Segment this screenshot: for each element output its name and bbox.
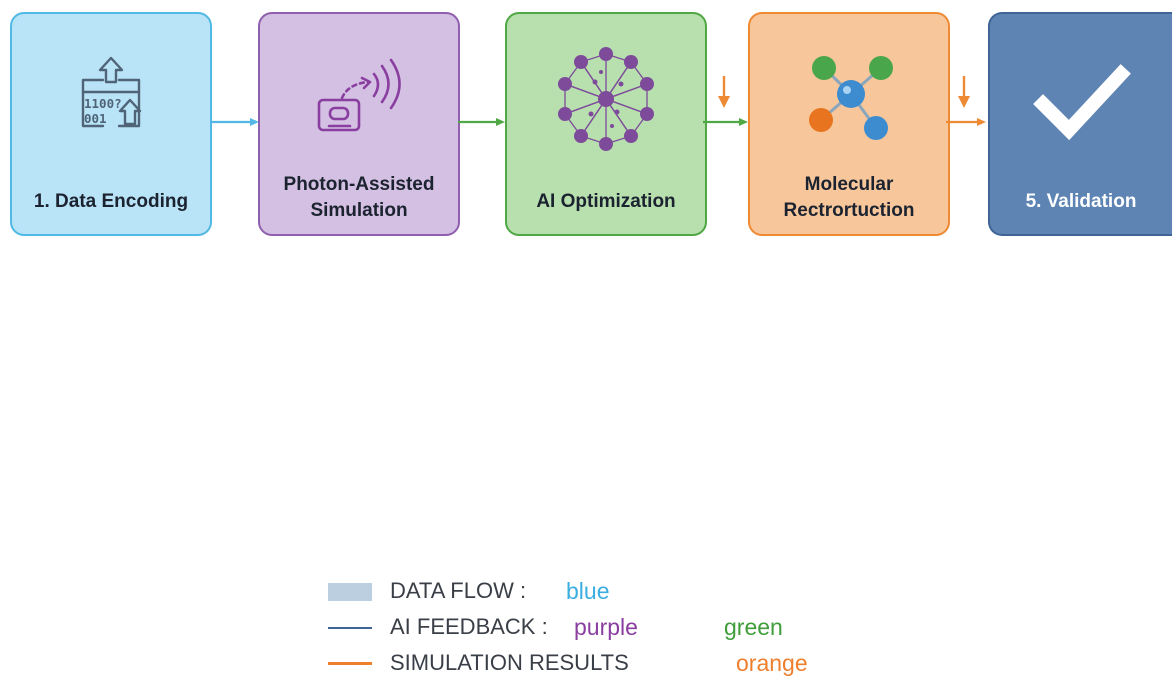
legend-line	[328, 662, 372, 665]
data-flow-arrow	[946, 118, 986, 126]
molecule-icon	[809, 56, 893, 140]
legend-label: DATA FLOW :	[390, 578, 527, 603]
legend-color-word: blue	[566, 578, 610, 604]
neural-network-icon	[558, 47, 654, 151]
stage-label: 1. Data Encoding	[33, 191, 189, 212]
stage-photon-simulation[interactable]: Photon-Assisted Simulation	[258, 12, 460, 236]
svg-text:1100?: 1100?	[84, 96, 122, 111]
data-flow-arrow	[703, 118, 748, 126]
svg-text:001: 001	[84, 111, 107, 126]
stage-label: Photon-Assisted Simulation	[283, 174, 435, 221]
stage-label: AI Optimization	[536, 191, 676, 212]
down-arrow-icon	[958, 76, 970, 108]
stage-label: Molecular Rectrortuction	[783, 174, 915, 221]
stage-validation[interactable]: 5. Validation	[988, 12, 1172, 236]
data-flow-arrow	[212, 118, 259, 126]
legend-swatch	[328, 583, 372, 601]
legend-line	[328, 627, 372, 629]
legend-color-word: purple	[574, 614, 638, 640]
checkmark-icon	[1033, 64, 1131, 141]
stage-ai-optimization[interactable]: AI Optimization	[505, 12, 707, 236]
stage-label: 5. Validation	[1025, 191, 1137, 212]
legend-color-word: orange	[736, 650, 808, 676]
legend-label: AI FEEDBACK :	[390, 614, 548, 639]
stage-molecular-reconstruction[interactable]: Molecular Rectrortuction	[748, 12, 950, 236]
stage-data-encoding[interactable]: 1100? 001 1. Data Encoding	[10, 12, 212, 236]
down-arrow-icon	[718, 76, 730, 108]
photon-emitter-icon	[317, 58, 401, 132]
legend-label: SIMULATION RESULTS	[390, 650, 629, 675]
legend-extra-word: green	[724, 614, 783, 640]
data-encoding-icon: 1100? 001	[81, 56, 142, 128]
data-flow-arrow	[458, 118, 505, 126]
